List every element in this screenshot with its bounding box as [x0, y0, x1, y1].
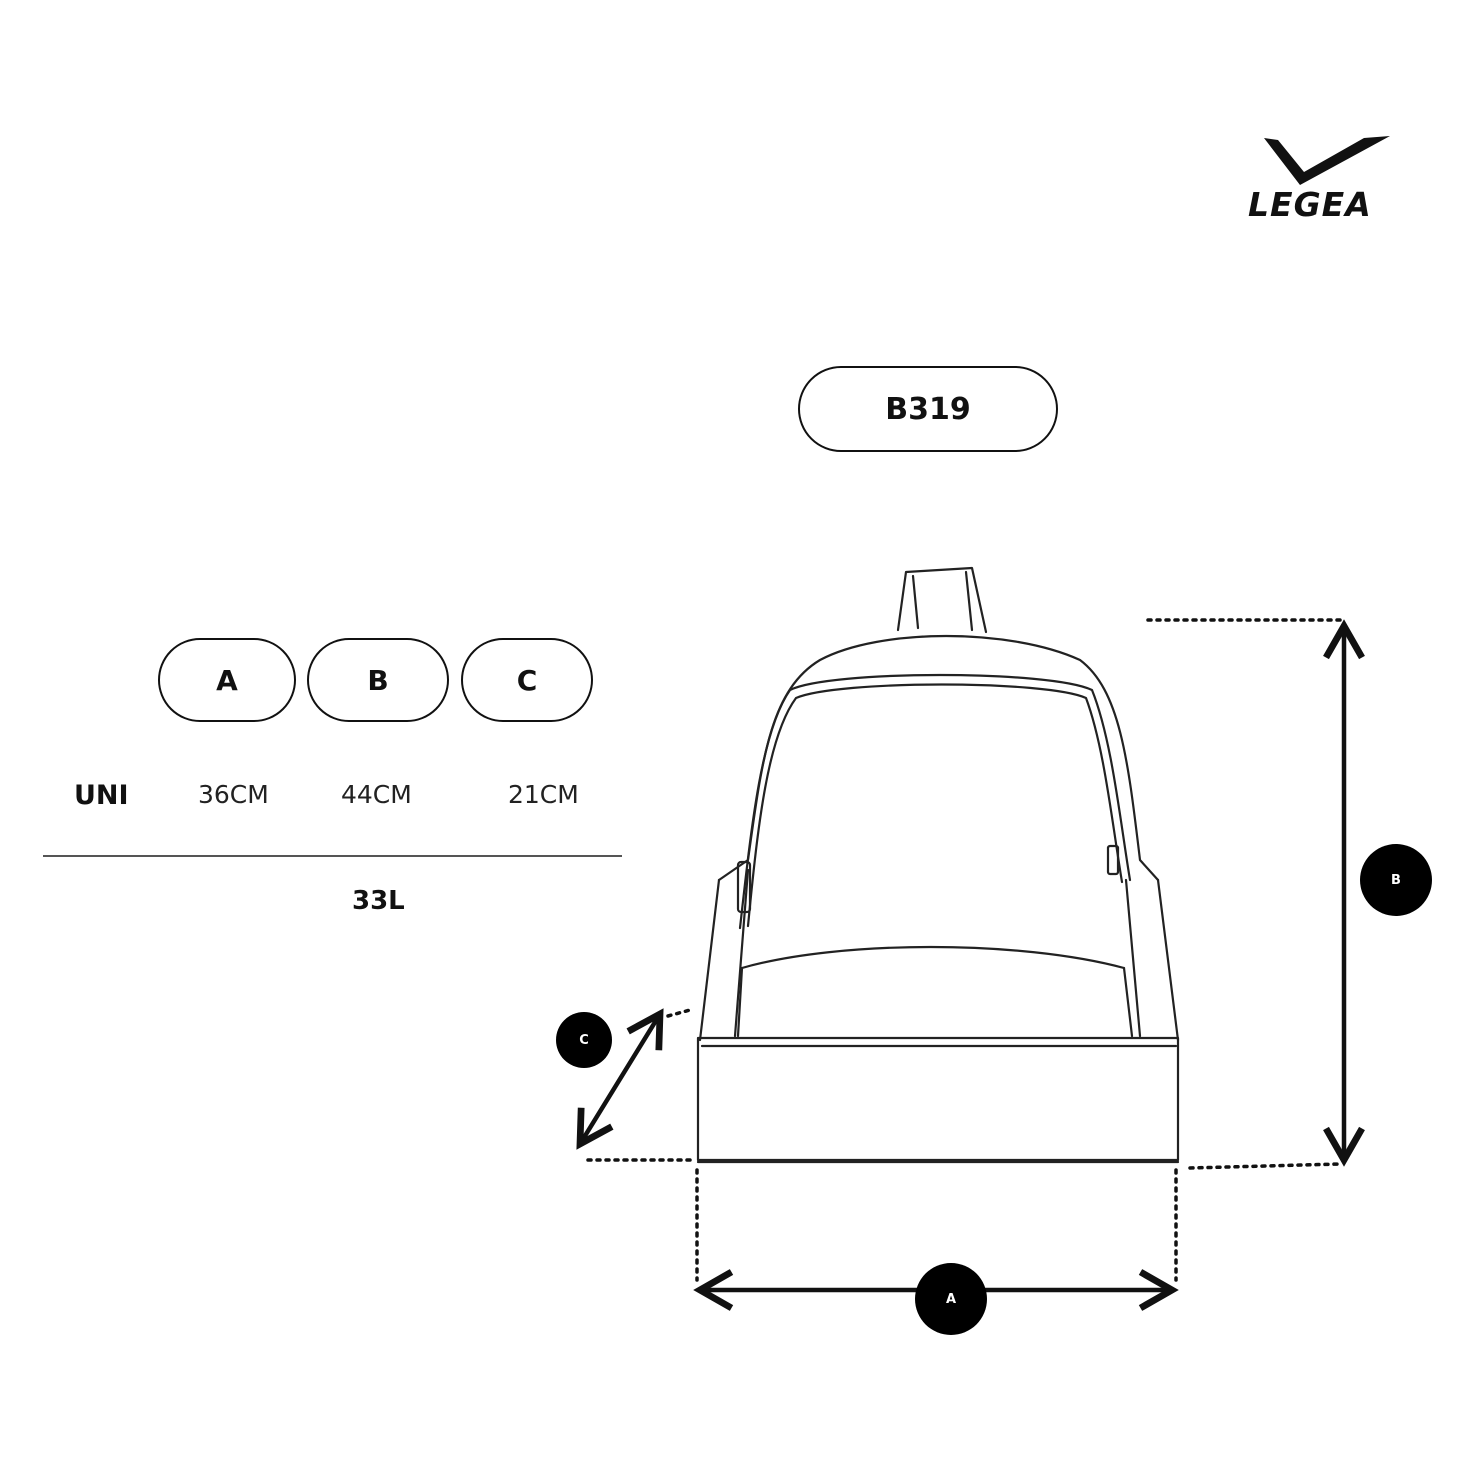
size-value-c: 21CM	[508, 780, 579, 809]
model-badge: B319	[798, 366, 1058, 452]
size-label: UNI	[74, 780, 129, 811]
zipper-pull	[736, 860, 752, 914]
dim-c-top-guide	[666, 1008, 692, 1018]
capacity-value: 33L	[352, 886, 405, 916]
dim-a-callout: A	[915, 1263, 987, 1335]
bag-outline	[696, 566, 1180, 1164]
bag-upper-body	[717, 634, 1160, 882]
brand-logo: LEGEA	[1244, 130, 1404, 230]
bag-handle	[896, 566, 988, 634]
size-value-b: 44CM	[341, 780, 412, 809]
table-divider	[43, 855, 622, 857]
dim-b-callout: B	[1360, 844, 1432, 916]
dim-c-arrow	[576, 1008, 664, 1150]
bag-front-panel	[740, 945, 1126, 970]
brand-name: LEGEA	[1248, 185, 1372, 224]
size-value-a: 36CM	[198, 780, 269, 809]
dim-c-callout: C	[556, 1012, 612, 1068]
size-header-b: B	[307, 638, 449, 722]
dim-b-bottom-guide	[1188, 1162, 1342, 1170]
size-header-a: A	[158, 638, 296, 722]
size-header-c: C	[461, 638, 593, 722]
legea-v-mark-icon	[1264, 136, 1390, 185]
bag-bottom-compartment	[696, 1036, 1180, 1162]
bag-zipper	[738, 673, 1132, 930]
